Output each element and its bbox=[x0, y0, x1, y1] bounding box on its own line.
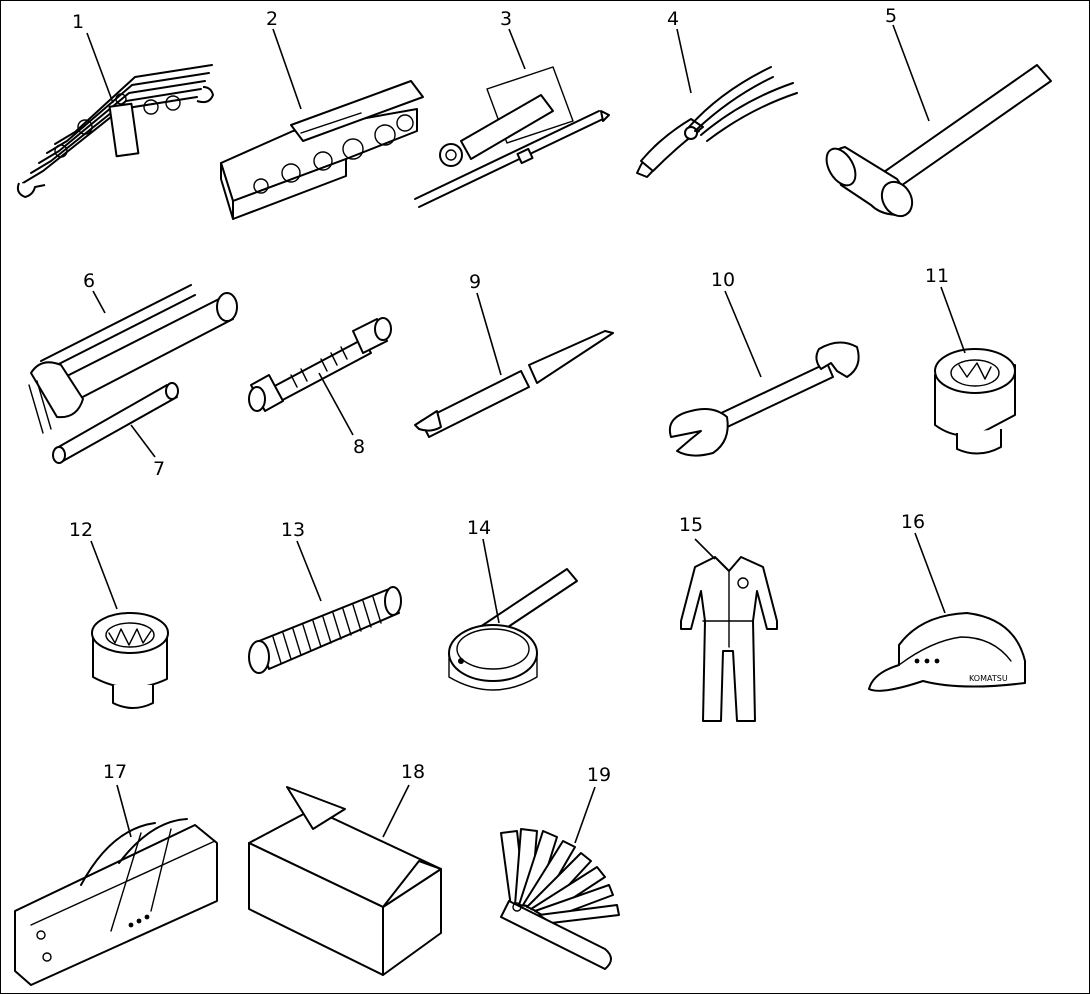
item-number-2: 2 bbox=[266, 8, 278, 30]
item-number-15: 15 bbox=[679, 514, 703, 536]
item-number-7: 7 bbox=[153, 458, 165, 480]
cap-logo-text: KOMATSU bbox=[969, 674, 1008, 683]
wrench-set-icon bbox=[16, 32, 214, 198]
item-number-3: 3 bbox=[500, 8, 512, 30]
item-number-16: 16 bbox=[901, 511, 925, 533]
item-number-4: 4 bbox=[667, 8, 679, 30]
item-number-18: 18 bbox=[401, 761, 425, 783]
extension-pipe-icon bbox=[52, 382, 179, 464]
coveralls-icon bbox=[680, 538, 778, 722]
item-number-19: 19 bbox=[587, 764, 611, 786]
socket-icon bbox=[90, 540, 169, 709]
socket-icon bbox=[934, 286, 1016, 455]
hose-icon bbox=[248, 540, 402, 674]
bolt-icon bbox=[248, 317, 392, 436]
feeler-gauge-icon bbox=[500, 786, 620, 970]
item-number-11: 11 bbox=[925, 265, 949, 287]
box-icon bbox=[248, 784, 442, 976]
item-number-13: 13 bbox=[281, 519, 305, 541]
pry-bar-icon bbox=[414, 292, 614, 438]
open-end-wrench-icon bbox=[669, 290, 860, 457]
filter-wrench-icon bbox=[448, 538, 578, 691]
item-number-9: 9 bbox=[469, 271, 481, 293]
item-number-5: 5 bbox=[885, 5, 897, 27]
item-number-10: 10 bbox=[711, 269, 735, 291]
pliers-icon bbox=[636, 28, 798, 178]
socket-toolbox-icon bbox=[220, 28, 424, 220]
item-number-8: 8 bbox=[353, 436, 365, 458]
item-number-1: 1 bbox=[72, 11, 84, 33]
grease-gun-icon bbox=[28, 284, 238, 434]
tool-bag-icon bbox=[14, 784, 218, 986]
item-number-12: 12 bbox=[69, 519, 93, 541]
item-number-17: 17 bbox=[103, 761, 127, 783]
screwdriver-icon bbox=[414, 28, 610, 208]
item-number-6: 6 bbox=[83, 270, 95, 292]
item-number-14: 14 bbox=[467, 517, 491, 539]
cap-icon: KOMATSU bbox=[868, 532, 1026, 692]
hammer-icon bbox=[825, 24, 1052, 218]
